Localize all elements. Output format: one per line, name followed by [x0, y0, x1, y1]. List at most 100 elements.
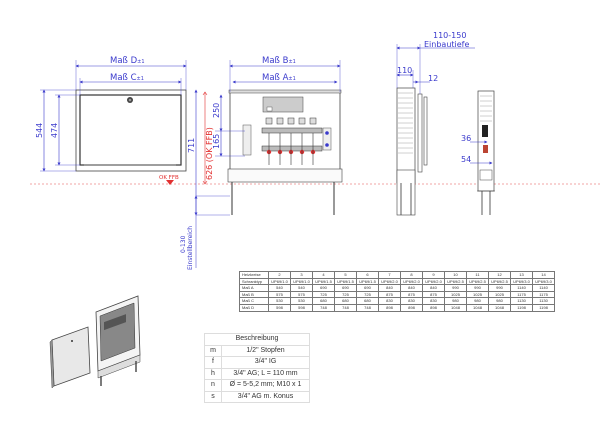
spec-cell: 1130 — [532, 297, 555, 305]
side-view-left — [396, 44, 475, 216]
depth-110-label: 110 — [397, 66, 412, 75]
spec-cell: 1025 — [444, 290, 467, 299]
spec-cell: 830 — [400, 297, 423, 305]
spec-cell: 1198 — [510, 303, 533, 312]
spec-cell: 2 — [268, 271, 291, 279]
spec-cell: UP69/2.0 — [378, 277, 401, 286]
dim-54-label: 54 — [461, 155, 471, 164]
spec-cell: UP69/1.5 — [356, 277, 379, 286]
spec-cell: UP69/1.0 — [290, 277, 313, 286]
description-key: h — [204, 367, 222, 380]
spec-cell: 830 — [422, 297, 445, 305]
spec-cell: 875 — [378, 290, 401, 299]
spec-cell: 680 — [312, 297, 335, 305]
spec-cell: 990 — [488, 284, 511, 292]
spec-cell: 748 — [312, 303, 335, 312]
spec-cell: 748 — [334, 303, 357, 312]
spec-cell: UP69/2.5 — [466, 277, 489, 286]
description-value: 3/4" AG m. Konus — [221, 390, 310, 403]
spec-cell: 598 — [290, 303, 313, 312]
description-title: Beschreibung — [204, 333, 310, 346]
spec-cell: 5 — [334, 271, 357, 279]
spec-cell: 980 — [488, 297, 511, 305]
spec-cell: 748 — [356, 303, 379, 312]
spec-cell: 840 — [378, 284, 401, 292]
spec-cell: UP69/2.0 — [422, 277, 445, 286]
spec-cell: 1175 — [532, 290, 555, 299]
spec-cell: 8 — [400, 271, 423, 279]
spec-cell: 1025 — [466, 290, 489, 299]
spec-cell: 1198 — [532, 303, 555, 312]
spec-cell: 598 — [268, 303, 291, 312]
spec-cell: 690 — [312, 284, 335, 292]
spec-row-label: Maß B — [239, 290, 269, 299]
spec-cell: UP69/3.0 — [532, 277, 555, 286]
spec-cell: 540 — [268, 284, 291, 292]
description-value: Ø = 5-5,2 mm; M10 x 1 — [221, 379, 310, 392]
spec-cell: 898 — [400, 303, 423, 312]
adjust-text-label: Einstellbereich — [187, 226, 194, 270]
front-view — [40, 60, 198, 200]
spec-cell: 690 — [334, 284, 357, 292]
description-value: 3/4" AG; L = 110 mm — [221, 367, 310, 380]
spec-cell: 1048 — [488, 303, 511, 312]
description-value: 1/2" Stopfen — [221, 344, 310, 357]
spec-cell: 530 — [268, 297, 291, 305]
spec-cell: 530 — [290, 297, 313, 305]
spec-cell: 1130 — [510, 297, 533, 305]
spec-cell: UP69/2.5 — [444, 277, 467, 286]
spec-cell: 1140 — [510, 284, 533, 292]
floor-marker-icon — [166, 180, 174, 185]
spec-cell: 12 — [488, 271, 511, 279]
spec-cell: 840 — [422, 284, 445, 292]
height-inner-label: 474 — [50, 123, 59, 138]
side-view-right — [470, 90, 495, 215]
dim-165-label: 165 — [212, 134, 221, 149]
description-value: 3/4" IG — [221, 356, 310, 369]
spec-cell: 6 — [356, 271, 379, 279]
spec-cell: 875 — [400, 290, 423, 299]
spec-cell: 1048 — [444, 303, 467, 312]
height-outer-label: 544 — [35, 123, 44, 138]
description-key: n — [204, 379, 222, 392]
spec-cell: 980 — [466, 297, 489, 305]
spec-cell: UP69/1.5 — [312, 277, 335, 286]
dim-c-label: Maß C±1 — [110, 73, 144, 83]
spec-cell: 4 — [312, 271, 335, 279]
spec-cell: 898 — [378, 303, 401, 312]
spec-cell: UP69/3.0 — [510, 277, 533, 286]
open-view — [194, 60, 343, 268]
adjust-range-label: 0-130 — [180, 235, 187, 253]
spec-cell: 1048 — [466, 303, 489, 312]
floor-label: OK FFB — [159, 175, 179, 181]
spec-cell: UP69/1.5 — [334, 277, 357, 286]
spec-row-label: Maß A — [239, 284, 269, 292]
spec-cell: 1140 — [532, 284, 555, 292]
spec-cell: 11 — [466, 271, 489, 279]
dim-36-label: 36 — [461, 134, 471, 143]
dim-250-label: 250 — [212, 103, 221, 118]
spec-row-label: Schranktyp — [239, 277, 269, 286]
dim-b-label: Maß B±1 — [262, 56, 296, 66]
spec-cell: 990 — [466, 284, 489, 292]
depth-12-label: 12 — [428, 74, 438, 83]
spec-cell: 690 — [356, 284, 379, 292]
spec-cell: 1025 — [488, 290, 511, 299]
spec-cell: 725 — [312, 290, 335, 299]
description-key: s — [204, 390, 222, 403]
depth-range-label: 110-150 — [433, 31, 466, 40]
spec-cell: 14 — [532, 271, 555, 279]
spec-cell: 725 — [356, 290, 379, 299]
spec-cell: 10 — [444, 271, 467, 279]
spec-cell: 680 — [334, 297, 357, 305]
